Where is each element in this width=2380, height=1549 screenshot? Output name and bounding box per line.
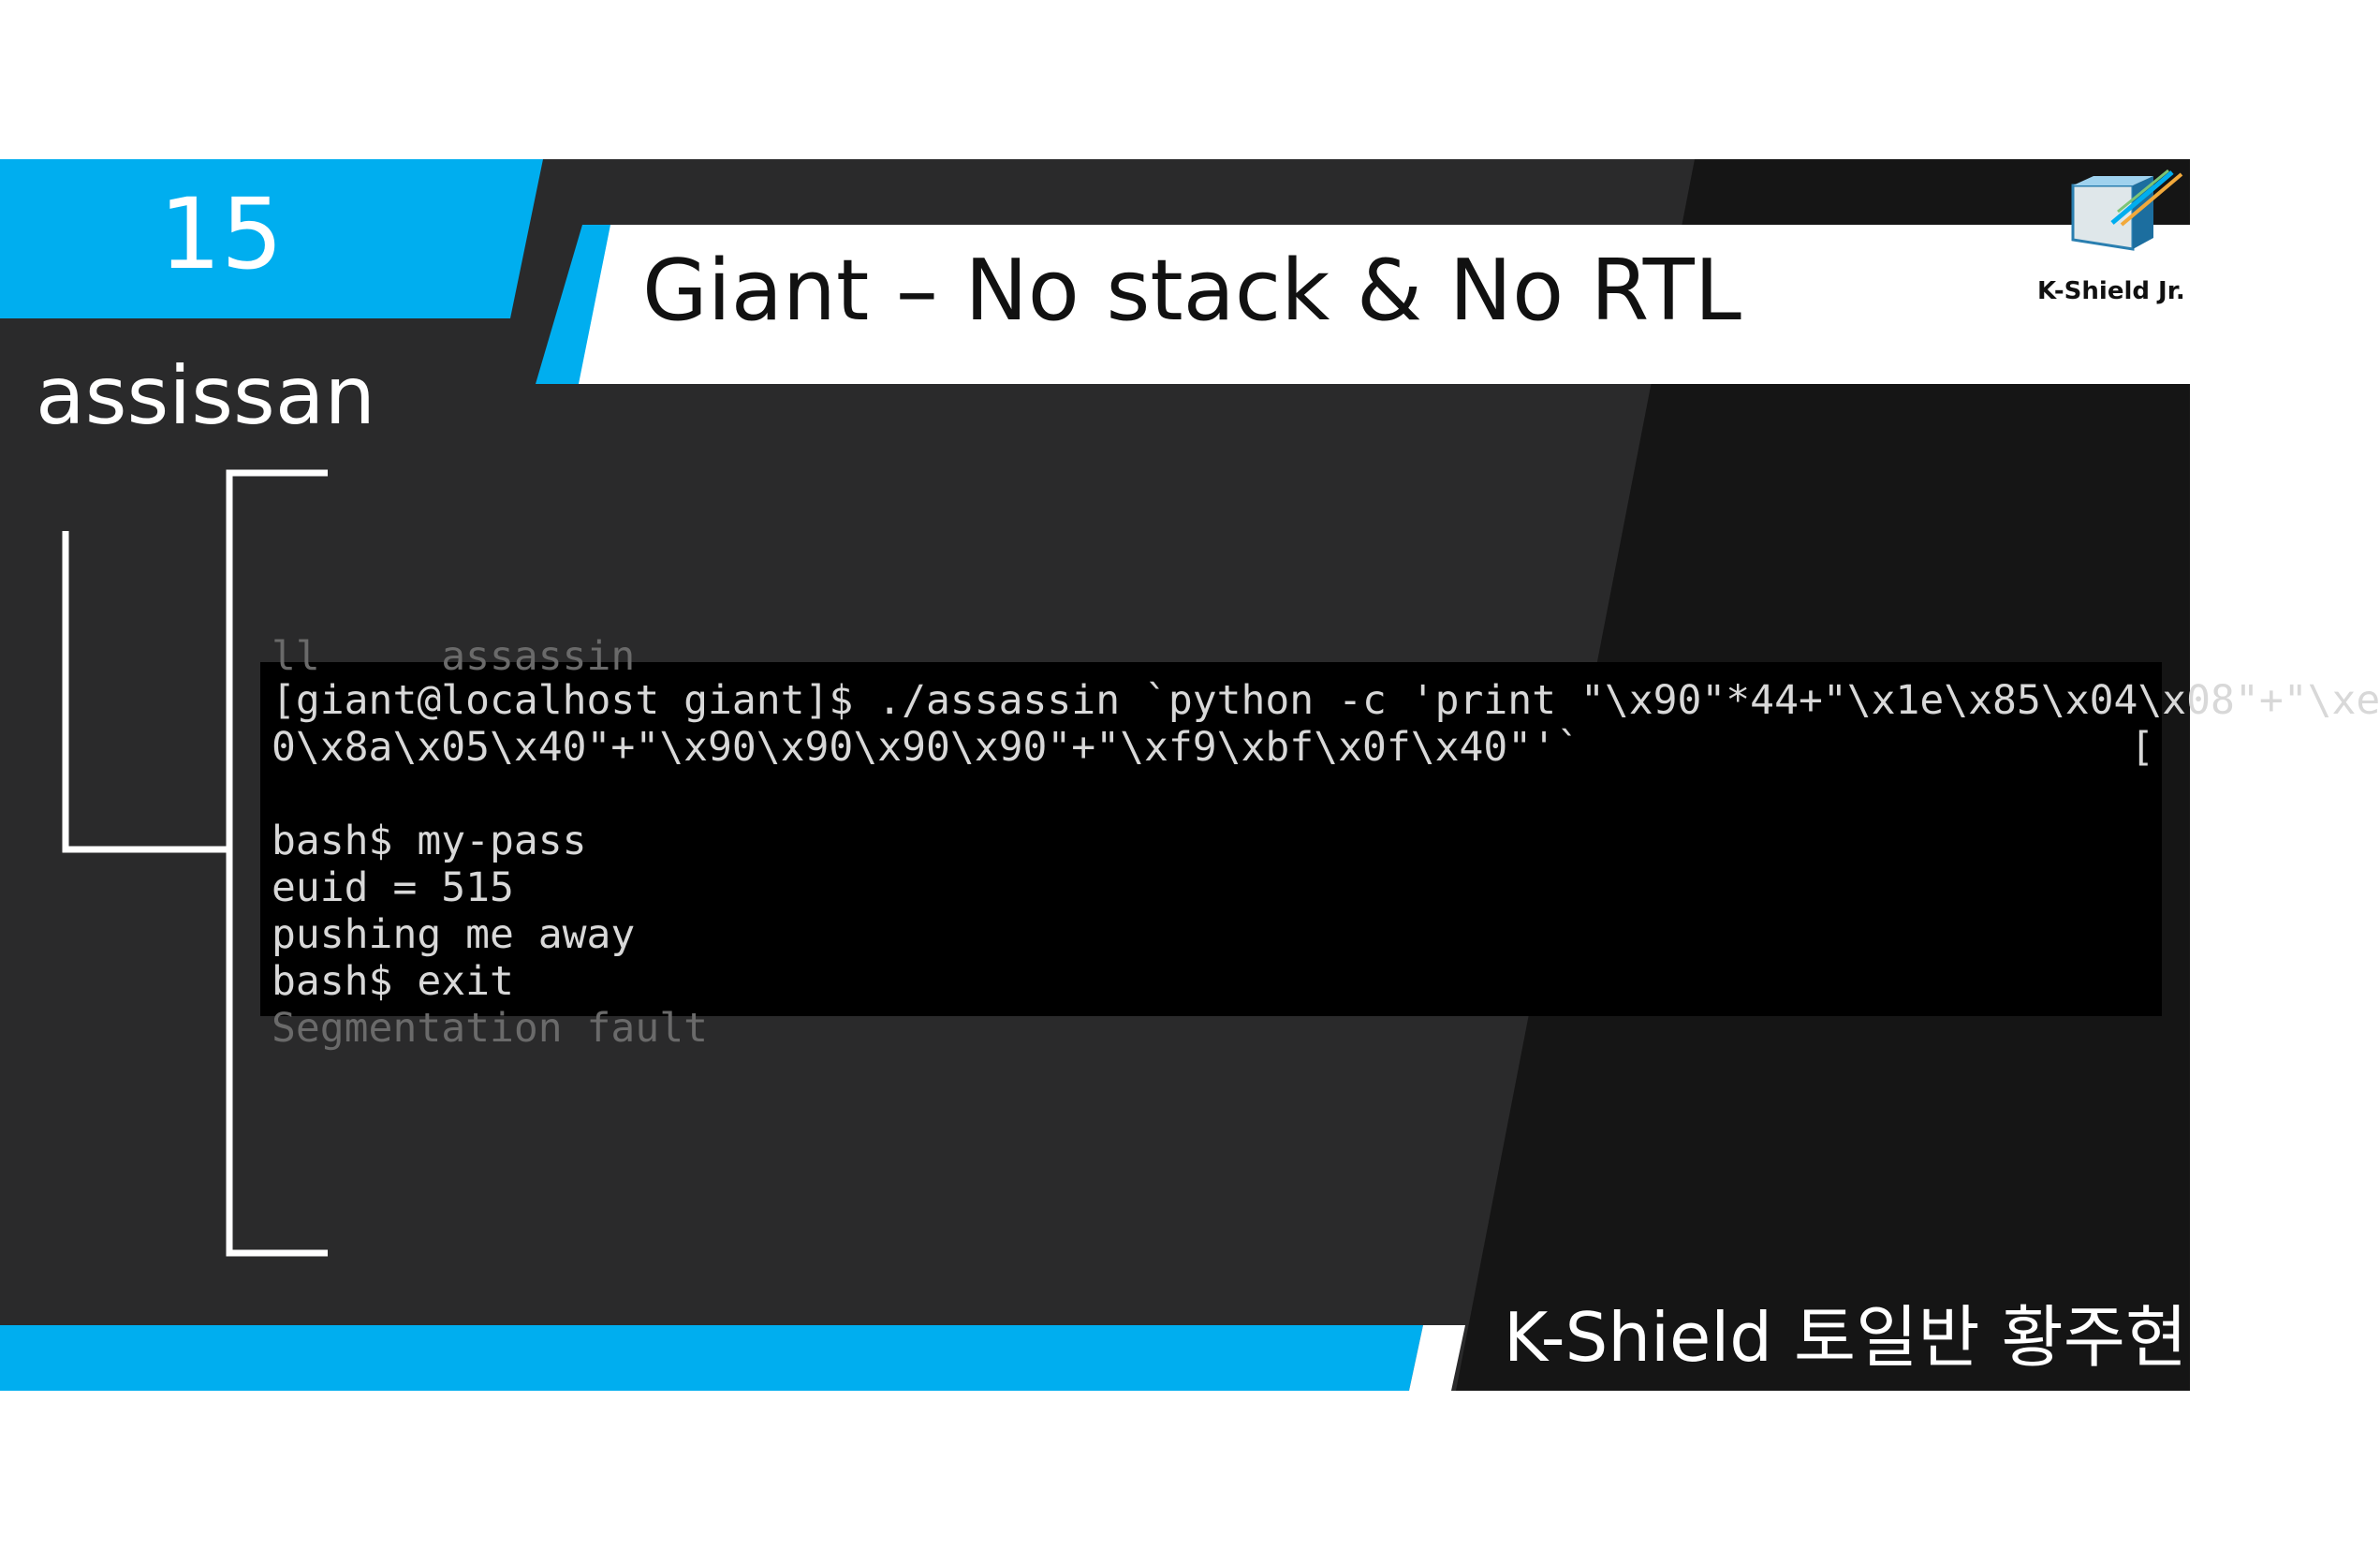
terminal-cut-line: Segmentation fault	[272, 1005, 708, 1052]
terminal-screenshot: ll assassin [giant@localhost giant]$ ./a…	[260, 633, 2380, 1052]
slide-number: 15	[159, 177, 284, 291]
terminal-line: euid = 515	[272, 864, 514, 911]
section-label: assissan	[36, 349, 376, 443]
terminal-line: bash$ exit	[272, 958, 514, 1005]
terminal-cursor: [	[2130, 724, 2154, 771]
terminal-line: pushing me away	[272, 911, 636, 958]
k-shield-logo-icon	[2071, 169, 2183, 251]
slide-title: Giant – No stack & No RTL	[642, 242, 1741, 340]
logo-text: K-Shield Jr.	[2037, 277, 2185, 305]
terminal-line: 0\x8a\x05\x40"+"\x90\x90\x90\x90"+"\xf9\…	[272, 724, 1580, 771]
terminal-line: [giant@localhost giant]$ ./assassin `pyt…	[272, 677, 2380, 724]
terminal-cut-line: ll assassin	[272, 633, 636, 680]
footer-author: K-Shield 토일반 황주현	[1504, 1298, 2188, 1377]
terminal-line: bash$ my-pass	[272, 818, 587, 864]
